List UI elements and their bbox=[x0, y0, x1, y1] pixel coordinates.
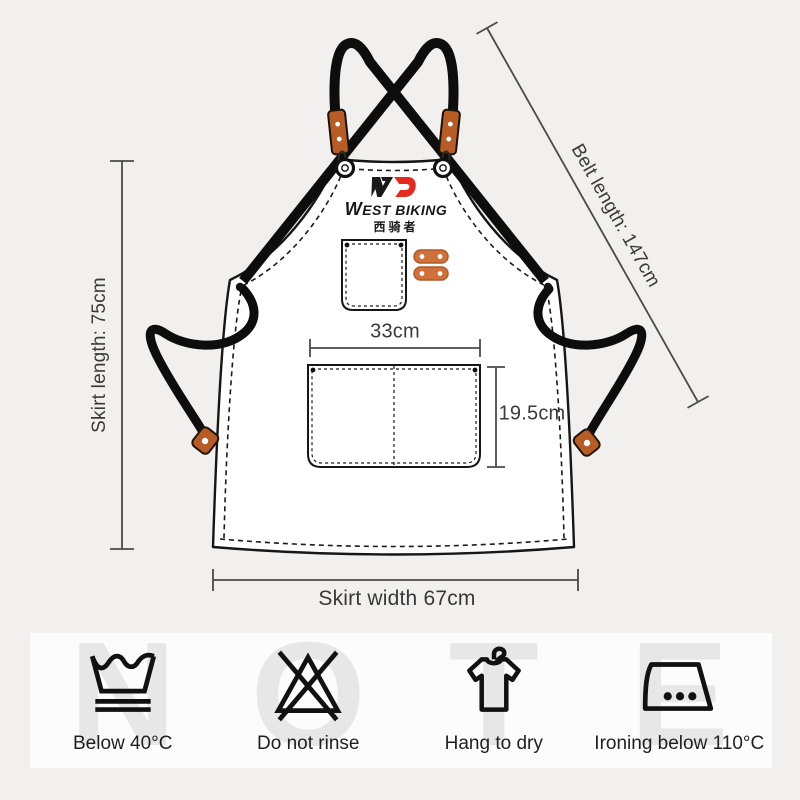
care-item-wash: N Below 40°C bbox=[30, 621, 216, 769]
pocket-height-dim-line bbox=[487, 366, 505, 468]
care-label-no-rinse: Do not rinse bbox=[257, 733, 360, 754]
left-waist-rivet bbox=[235, 282, 245, 292]
dimension-lines bbox=[110, 21, 709, 591]
skirt-length-label: Skirt length: 75cm bbox=[89, 277, 110, 433]
wash-tub-icon bbox=[89, 652, 156, 712]
right-waist-rivet bbox=[543, 282, 553, 292]
care-label-wash: Below 40°C bbox=[73, 733, 173, 754]
left-tie-leather-tip bbox=[191, 426, 220, 455]
care-label-iron: Ironing below 110°C bbox=[594, 733, 765, 754]
care-item-hang-dry: T Hang to dry bbox=[401, 621, 587, 769]
pocket-width-dim-line bbox=[309, 339, 481, 357]
right-waist-tie bbox=[533, 284, 647, 439]
care-instructions-panel: N Below 40°C O Do not rinse T bbox=[30, 621, 773, 769]
right-tie-leather-tip bbox=[572, 428, 601, 457]
pocket-height-label: 19.5cm bbox=[498, 402, 566, 425]
apron-body bbox=[211, 157, 576, 556]
waist-pocket bbox=[307, 364, 481, 468]
note-watermark-letter: N bbox=[69, 612, 177, 778]
care-label-hang-dry: Hang to dry bbox=[444, 733, 543, 754]
chest-pocket bbox=[341, 239, 407, 311]
apron-diagram-artwork bbox=[110, 21, 709, 591]
left-strap-leather-connector bbox=[327, 108, 350, 156]
brand-logo: WEST BIKING 西骑者 bbox=[345, 174, 448, 234]
care-item-iron: E Ironing below 110°C bbox=[587, 621, 773, 769]
brand-logo-mark-icon bbox=[371, 177, 416, 197]
brand-name: WEST BIKING bbox=[344, 199, 448, 219]
do-not-rinse-icon bbox=[274, 650, 342, 722]
belt-length-dim-line bbox=[476, 21, 709, 409]
note-watermark-letter: O bbox=[250, 612, 366, 778]
left-waist-tie bbox=[145, 284, 259, 437]
note-watermark-letter: T bbox=[448, 612, 539, 778]
skirt-width-dim-line bbox=[212, 569, 579, 591]
leather-strap-keepers bbox=[413, 249, 449, 281]
hang-dry-icon bbox=[466, 646, 521, 712]
skirt-length-dim-line bbox=[110, 160, 134, 550]
skirt-width-label: Skirt width 67cm bbox=[318, 587, 476, 610]
care-item-no-rinse: O Do not rinse bbox=[216, 621, 402, 769]
pocket-width-label: 33cm bbox=[370, 320, 420, 343]
right-strap-leather-connector bbox=[438, 108, 461, 156]
bib-grommets bbox=[334, 157, 454, 179]
brand-name-chinese: 西骑者 bbox=[373, 219, 419, 234]
waist-ties bbox=[145, 284, 647, 439]
iron-icon bbox=[643, 662, 714, 711]
